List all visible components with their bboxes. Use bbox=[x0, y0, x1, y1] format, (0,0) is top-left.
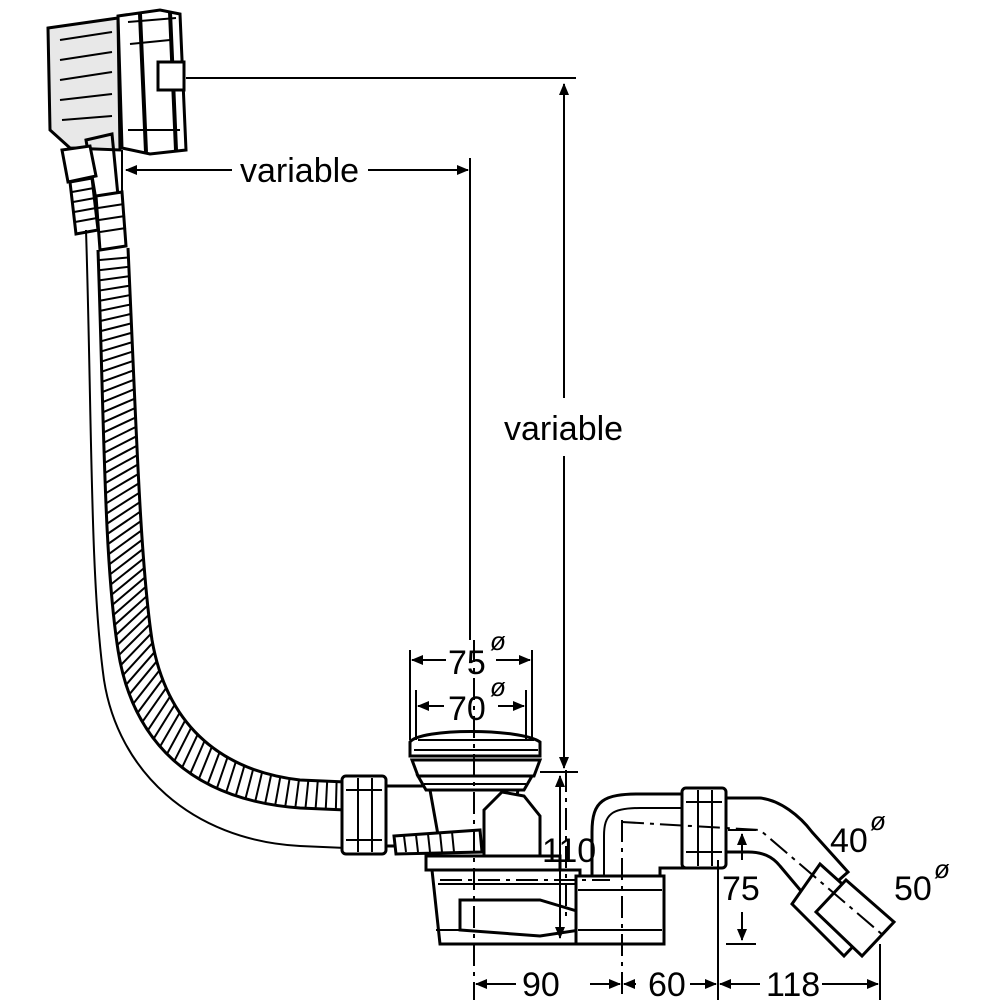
hose-rib bbox=[98, 275, 130, 282]
hose-rib bbox=[234, 765, 246, 796]
label-75-diameter: 75 bbox=[448, 644, 486, 682]
label-70-diameter-symbol: ø bbox=[490, 672, 506, 702]
label-50-diameter-symbol: ø bbox=[934, 854, 950, 884]
hose-rib bbox=[113, 595, 148, 626]
overflow-head bbox=[46, 8, 188, 202]
hose-rib bbox=[314, 780, 319, 809]
dimension-lines bbox=[121, 77, 881, 1000]
hose-rib bbox=[104, 454, 138, 475]
hose-rib bbox=[111, 576, 146, 606]
hose-rib bbox=[109, 548, 144, 576]
hose-rib bbox=[100, 331, 133, 343]
label-variable-horizontal: variable bbox=[240, 152, 359, 190]
hose-rib bbox=[110, 557, 145, 586]
label-75-height: 75 bbox=[722, 870, 760, 908]
hose-rib bbox=[101, 369, 134, 383]
hose-rib bbox=[106, 501, 141, 525]
hose-rib bbox=[103, 416, 136, 434]
hose-rib bbox=[100, 322, 132, 333]
label-50-diameter: 50 bbox=[894, 870, 932, 908]
hose-rib bbox=[115, 604, 149, 636]
hose-rib bbox=[107, 520, 142, 545]
hose-rib bbox=[166, 719, 187, 755]
label-40-diameter: 40 bbox=[830, 822, 868, 860]
hose-ribs bbox=[98, 256, 338, 810]
drain-body bbox=[340, 730, 582, 946]
hose-rib bbox=[100, 312, 132, 322]
hose-rib bbox=[99, 294, 131, 302]
hose-rib bbox=[102, 388, 135, 404]
hose-rib bbox=[304, 780, 310, 809]
label-90: 90 bbox=[522, 966, 560, 1000]
hose-rib bbox=[102, 397, 136, 414]
cable-connector bbox=[60, 144, 128, 252]
label-118: 118 bbox=[766, 966, 820, 1000]
corrugated-hose bbox=[85, 229, 347, 849]
hose-rib bbox=[101, 360, 134, 373]
hose-rib bbox=[108, 539, 143, 566]
label-110: 110 bbox=[542, 832, 596, 870]
hose-rib bbox=[181, 734, 199, 768]
hose-rib bbox=[104, 463, 139, 485]
hose-rib bbox=[159, 712, 181, 748]
hose-rib bbox=[225, 761, 237, 793]
hose-rib bbox=[146, 695, 172, 731]
label-variable-vertical: variable bbox=[504, 410, 623, 448]
hose-rib bbox=[116, 614, 150, 646]
hose-rib bbox=[152, 704, 176, 740]
hose-rib bbox=[189, 740, 206, 774]
hose-rib bbox=[99, 284, 130, 292]
hose-rib bbox=[103, 444, 138, 464]
hose-rib bbox=[334, 781, 338, 810]
hose-rib bbox=[141, 687, 167, 723]
hose-rib bbox=[112, 586, 147, 616]
hose-rib bbox=[132, 669, 161, 705]
hose-rib bbox=[103, 425, 137, 444]
hose-rib bbox=[105, 482, 140, 505]
hose-rib bbox=[274, 776, 282, 806]
hose-rib bbox=[107, 529, 143, 556]
dimension-labels: variable variable 75 ø 70 ø 110 75 40 ø … bbox=[240, 152, 950, 1000]
hose-rib bbox=[215, 757, 229, 789]
label-60: 60 bbox=[648, 966, 686, 1000]
hose-rib bbox=[173, 727, 193, 762]
hose-rib bbox=[118, 623, 151, 656]
hose-rib bbox=[264, 774, 273, 804]
centerlines bbox=[440, 640, 885, 1000]
hose-rib bbox=[294, 779, 300, 808]
hose-rib bbox=[244, 768, 255, 799]
hose-rib bbox=[106, 510, 141, 535]
hose-rib bbox=[128, 660, 158, 695]
hose-rib bbox=[105, 491, 140, 515]
hose-rib bbox=[324, 781, 329, 810]
hose-rib bbox=[101, 350, 133, 363]
hose-rib bbox=[125, 651, 156, 686]
label-70-diameter: 70 bbox=[448, 690, 486, 728]
label-75-diameter-symbol: ø bbox=[490, 626, 506, 656]
hose-rib bbox=[284, 778, 291, 807]
hose-rib bbox=[98, 265, 129, 272]
label-40-diameter-symbol: ø bbox=[870, 806, 886, 836]
hose-rib bbox=[206, 752, 221, 785]
siphon-outlet bbox=[574, 786, 897, 959]
hose-rib bbox=[98, 256, 129, 262]
hose-rib bbox=[103, 435, 137, 454]
hose-rib bbox=[101, 378, 135, 393]
hose-rib bbox=[99, 303, 131, 312]
hose-rib bbox=[120, 632, 152, 666]
hose-rib bbox=[102, 407, 136, 424]
hose-rib bbox=[105, 473, 139, 495]
hose-rib bbox=[110, 567, 145, 596]
hose-rib bbox=[254, 771, 264, 802]
hose-rib bbox=[197, 746, 213, 780]
hose-rib bbox=[100, 341, 133, 353]
hose-rib bbox=[136, 678, 164, 714]
hose-rib bbox=[122, 642, 154, 676]
